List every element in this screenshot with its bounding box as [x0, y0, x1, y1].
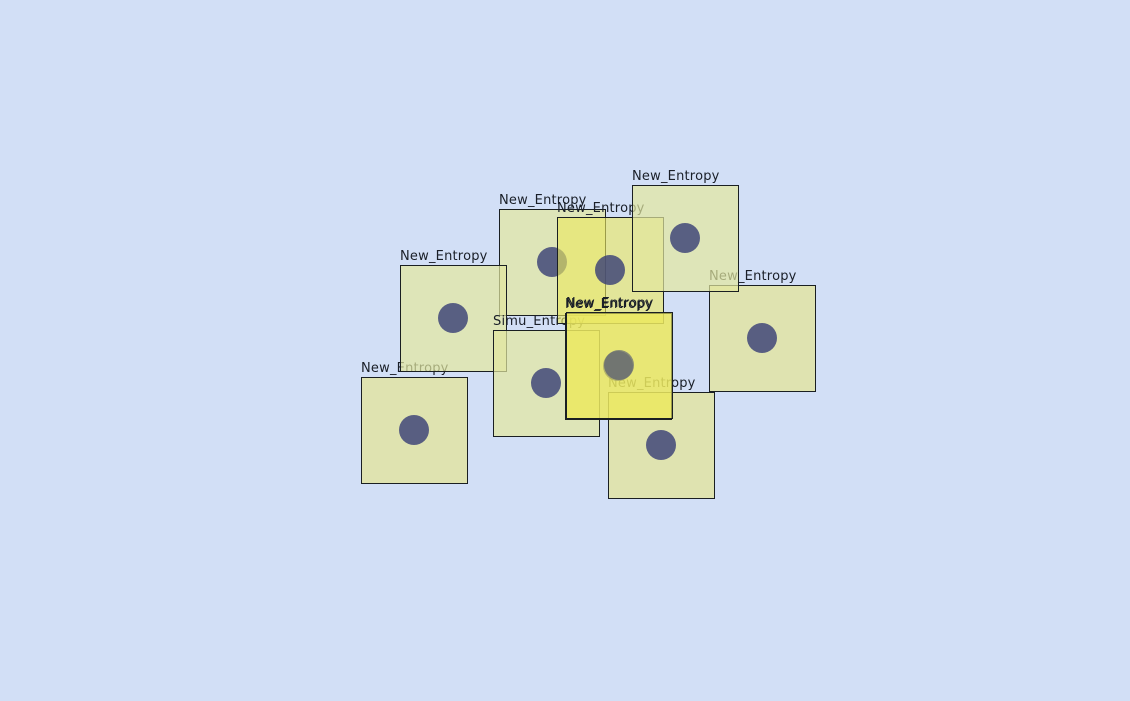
entity-center-dot [595, 255, 625, 285]
entity-label: New_Entropy [632, 169, 720, 184]
entity-center-dot [670, 223, 700, 253]
entity-center-dot [399, 415, 429, 445]
entity-label: New_Entropy [400, 249, 488, 264]
entity-node[interactable]: New_Entropy [709, 269, 816, 392]
entity-box [709, 285, 816, 392]
entity-node[interactable]: New_Entropy [400, 249, 507, 372]
entity-label: New_Entropy [499, 193, 587, 208]
entity-center-dot [438, 303, 468, 333]
entity-node[interactable]: New_Entropy [566, 296, 673, 419]
entity-center-dot [747, 323, 777, 353]
entity-center-dot [531, 368, 561, 398]
entity-node[interactable]: New_Entropy [632, 169, 739, 292]
entity-center-dot [646, 430, 676, 460]
entity-center-dot [604, 350, 634, 380]
entity-node[interactable]: New_Entropy [361, 361, 468, 484]
entity-label: New_Entropy [565, 297, 653, 312]
entity-label: New_Entropy [557, 201, 645, 216]
entity-label: New_Entropy [566, 296, 654, 311]
